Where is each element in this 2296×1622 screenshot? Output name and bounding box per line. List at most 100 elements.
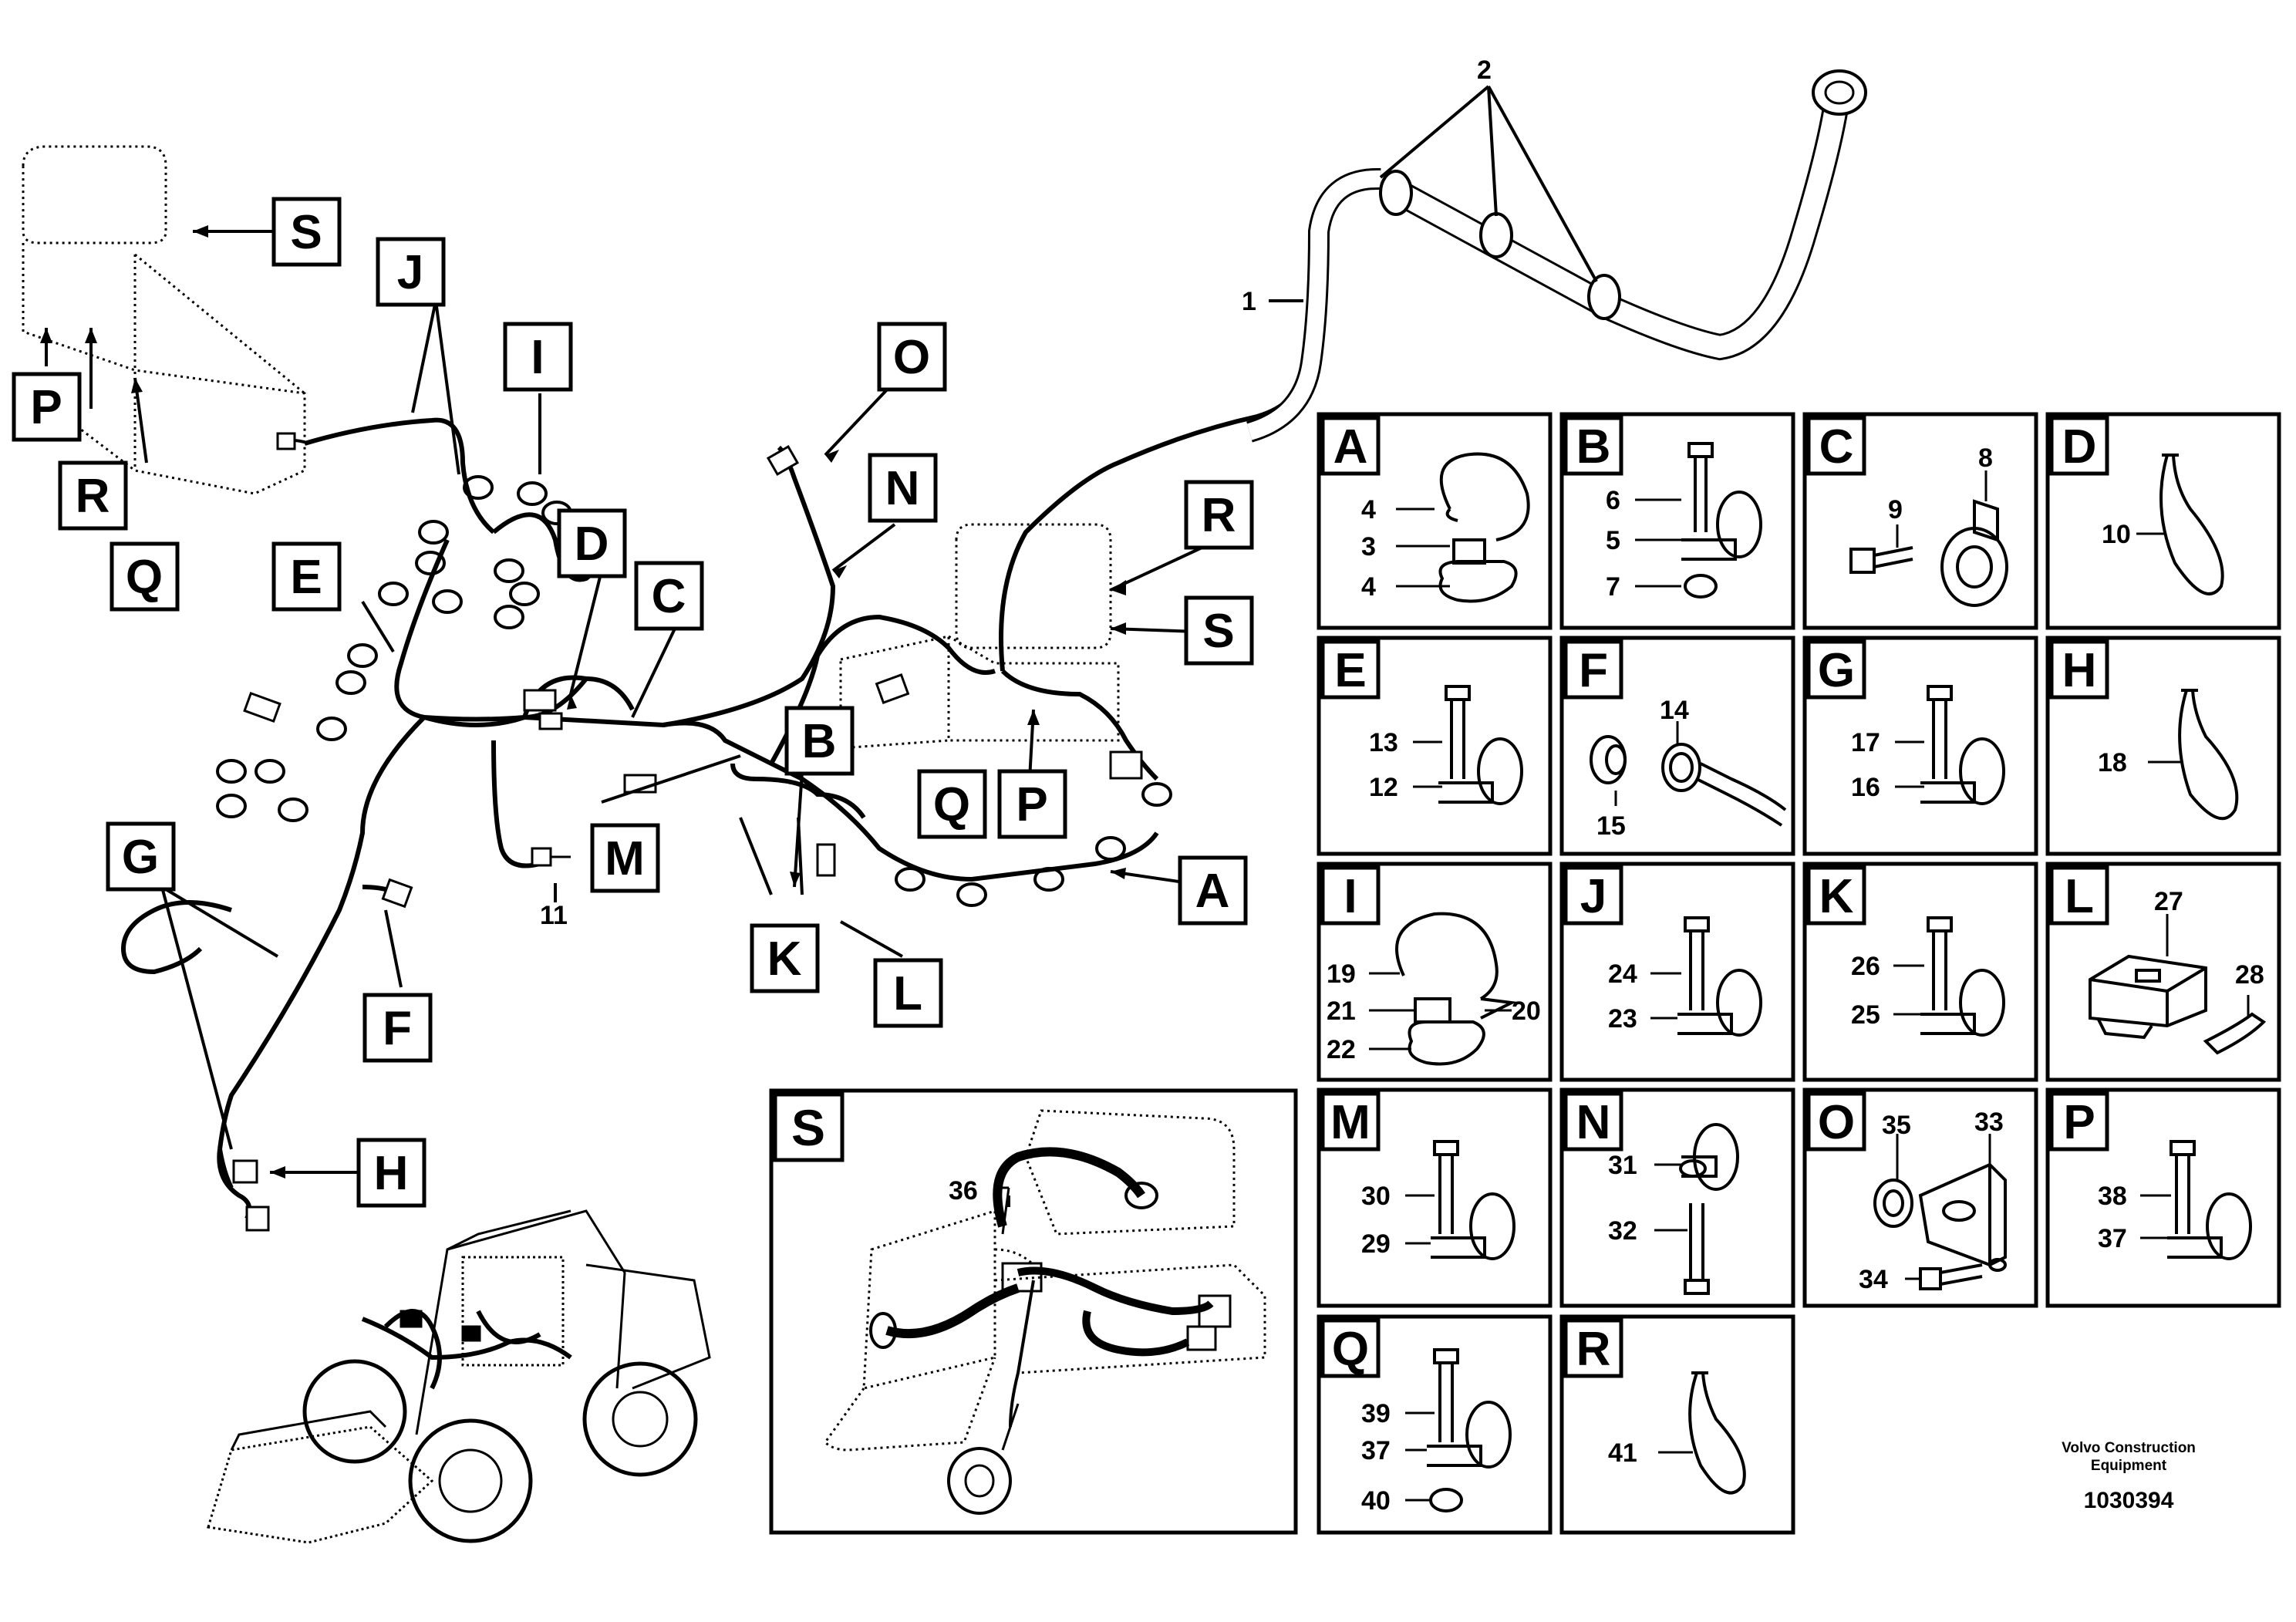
item-number-20: 20 [1512,996,1541,1026]
callout-P-left: P [12,372,82,442]
item-number-38: 38 [2098,1182,2127,1211]
cable-tie-loops [216,475,1172,907]
panel-letter: O [1818,1096,1855,1149]
document-number: 1030394 [2084,1488,2174,1513]
callout-M: M [590,823,660,893]
panel-letter: R [1576,1323,1611,1376]
item-number-14: 14 [1660,696,1689,725]
panel-letter: G [1818,644,1855,697]
detail-panel-H: H 18 [2045,636,2281,856]
item-number-27: 27 [2154,887,2183,916]
detail-panel-A: A 4 3 4 [1317,412,1553,630]
panel-letter: N [1576,1096,1611,1149]
item-number-4: 4 [1361,495,1376,524]
detail-panel-F: F 14 15 [1559,636,1795,856]
panel-letter: M [1330,1096,1371,1149]
item-number-6: 6 [1606,486,1620,515]
svg-text:G: G [122,831,159,884]
overview-item-numbers: 2 1 11 [540,56,1492,930]
callout-G: G [106,821,176,892]
svg-text:S: S [1202,605,1234,658]
item-number-32: 32 [1608,1216,1637,1246]
detail-panel-S: S 36 [769,1088,1298,1535]
detail-panels-grid: A 4 3 4 B 6 [1317,412,2281,1535]
detail-panel-O: O 35 33 34 [1802,1088,2038,1308]
panel-letter: C [1819,420,1854,474]
harness-cable-main [120,174,1381,1220]
item-number-33: 33 [1974,1108,2004,1137]
item-number-13: 13 [1369,728,1398,757]
item-number-3: 3 [1361,532,1376,561]
svg-text:R: R [1202,489,1236,542]
detail-panel-N: N 31 32 [1559,1088,1795,1308]
panel-letter: L [2065,870,2094,923]
item-number-7: 7 [1606,572,1620,602]
panel-letter: B [1576,420,1611,474]
item-number-41: 41 [1608,1438,1637,1468]
svg-text:M: M [605,832,645,885]
callout-Q-right: Q [917,769,987,839]
brand-line-1: Volvo Construction [2062,1440,2196,1456]
panel-letter: E [1334,644,1366,697]
panel-letter: H [2062,644,2097,697]
callout-P-right: P [997,769,1067,839]
callout-O: O [877,322,947,392]
svg-text:P: P [1016,778,1047,831]
panel-letter: K [1819,870,1854,923]
detail-panel-E: E 13 12 [1317,636,1553,856]
svg-text:F: F [383,1002,412,1055]
callout-S-top: S [271,197,342,267]
item-number-2: 2 [1477,56,1492,85]
svg-text:Q: Q [933,778,970,831]
svg-text:R: R [76,470,110,523]
detail-panel-M: M 30 29 [1317,1088,1553,1308]
panel-letter: J [1580,870,1607,923]
item-number-35: 35 [1882,1111,1911,1140]
panel-letter: Q [1332,1323,1369,1376]
item-number-26: 26 [1851,952,1880,981]
item-number-36: 36 [949,1176,978,1206]
item-number-19: 19 [1327,959,1356,989]
svg-text:L: L [893,967,922,1020]
callout-C: C [634,561,704,631]
svg-text:S: S [290,206,322,259]
callout-F: F [362,993,433,1063]
callout-B: B [784,706,855,776]
detail-panel-L: L 27 28 [2045,862,2281,1082]
wheel-loader-illustration [207,1209,711,1544]
callout-K: K [750,923,820,993]
callout-A: A [1178,855,1248,926]
detail-panel-I: I 19 21 22 20 [1317,862,1553,1082]
protective-tube-item-1 [1246,69,1867,443]
callout-H: H [356,1138,426,1208]
light-housing-left [22,145,309,495]
callout-J: J [376,237,446,307]
item-number-9: 9 [1888,495,1903,524]
panel-letter: A [1333,420,1368,474]
detail-panel-R: R 41 [1559,1314,1795,1535]
item-number-30: 30 [1361,1182,1391,1211]
footer: Volvo Construction Equipment 1030394 [2062,1440,2196,1513]
svg-text:N: N [885,462,920,515]
callout-I: I [503,322,573,392]
svg-text:O: O [893,331,930,384]
svg-text:P: P [30,381,62,434]
main-harness-overview [22,69,1867,1232]
item-number-23: 23 [1608,1004,1637,1034]
panel-letter: F [1579,644,1608,697]
brand-line-2: Equipment [2091,1458,2167,1474]
item-number-29: 29 [1361,1229,1391,1259]
svg-text:E: E [290,551,322,604]
item-number-24: 24 [1608,959,1637,989]
svg-text:A: A [1195,865,1230,918]
item-number-17: 17 [1851,728,1880,757]
item-number-37b: 37 [1361,1436,1391,1465]
item-number-40: 40 [1361,1486,1391,1516]
item-number-11: 11 [540,901,568,930]
item-number-25: 25 [1851,1000,1880,1030]
svg-text:K: K [767,932,802,986]
svg-text:Q: Q [126,551,163,604]
svg-text:D: D [575,518,609,571]
detail-panel-D: D 10 [2045,412,2281,630]
